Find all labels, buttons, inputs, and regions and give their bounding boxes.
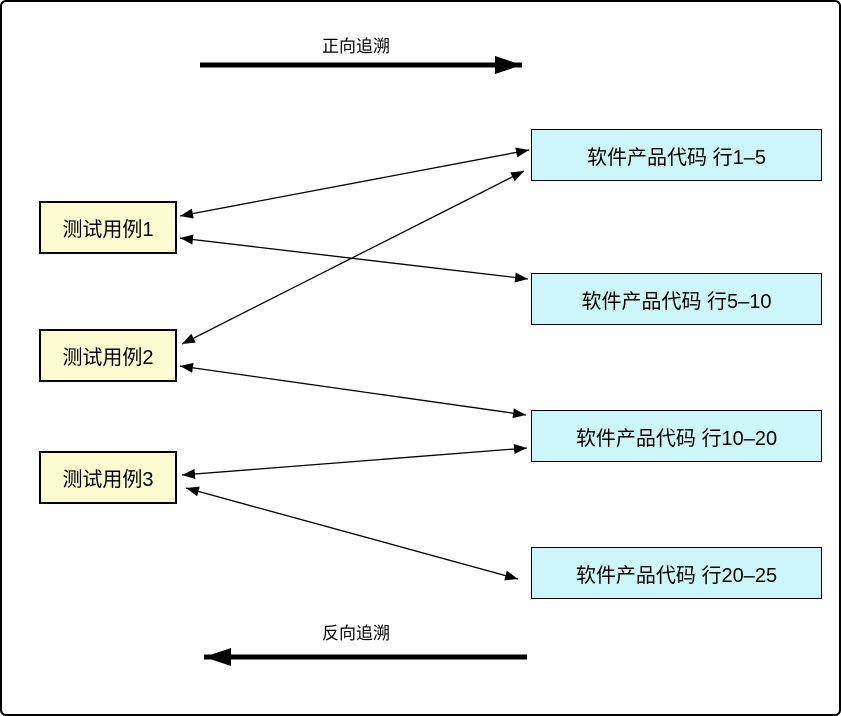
node-test-case-1: 测试用例1 [39, 201, 177, 254]
backward-trace-label: 反向追溯 [322, 624, 390, 643]
node-code-lines-20-25: 软件产品代码 行20–25 [531, 547, 822, 599]
node-code-lines-1-5: 软件产品代码 行1–5 [531, 129, 822, 181]
code-lines-10-20-label: 软件产品代码 行10–20 [575, 427, 778, 450]
node-test-case-2: 测试用例2 [39, 329, 177, 382]
forward-trace-label: 正向追溯 [322, 37, 390, 56]
connector-tc3-code-20-25 [185, 486, 519, 581]
connector-tc1-code-1-5 [179, 147, 530, 219]
code-lines-1-5-label: 软件产品代码 行1–5 [587, 146, 766, 169]
connector-tc3-code-10-20 [181, 444, 528, 479]
connector-tc2-code-10-20 [179, 362, 527, 419]
connector-tc2-code-1-5 [181, 170, 525, 345]
test-case-3-label: 测试用例3 [62, 469, 154, 491]
code-lines-5-10-label: 软件产品代码 行5–10 [581, 290, 772, 313]
node-test-case-3: 测试用例3 [39, 451, 177, 504]
code-lines-20-25-label: 软件产品代码 行20–25 [575, 564, 778, 587]
node-code-lines-10-20: 软件产品代码 行10–20 [531, 410, 822, 462]
test-case-1-label: 测试用例1 [62, 219, 154, 241]
node-code-lines-5-10: 软件产品代码 行5–10 [531, 273, 822, 325]
test-case-2-label: 测试用例2 [62, 347, 154, 369]
connector-tc1-code-5-10 [179, 234, 529, 283]
